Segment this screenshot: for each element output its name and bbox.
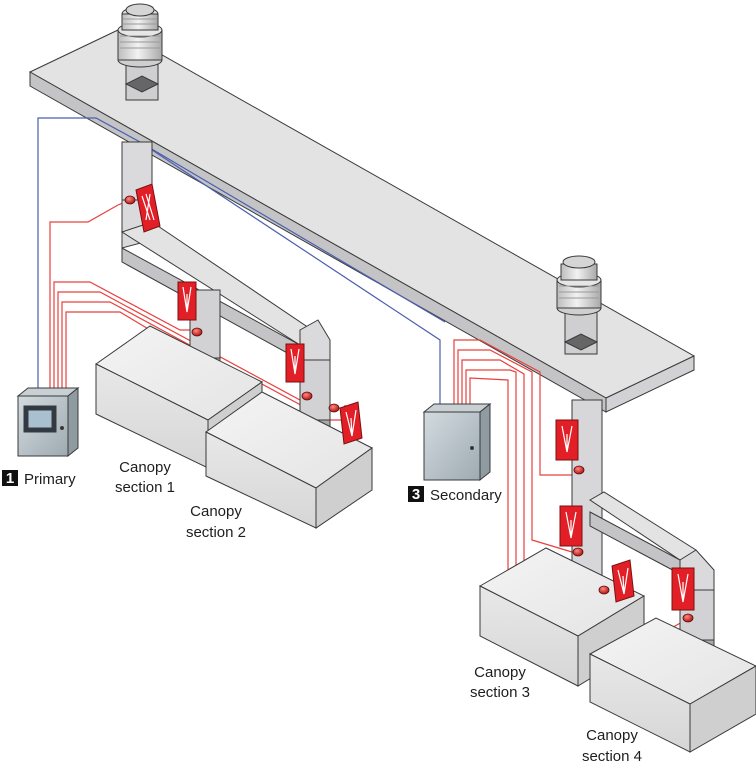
main-beam bbox=[28, 29, 696, 413]
sensor bbox=[572, 547, 584, 557]
canopy-4-line2: section 4 bbox=[582, 748, 642, 765]
canopy-2-label: Canopy section 2 bbox=[186, 503, 246, 541]
sensor bbox=[682, 613, 694, 623]
dampers bbox=[135, 183, 695, 611]
primary-label: 1 Primary bbox=[2, 470, 76, 488]
primary-label-text: Primary bbox=[24, 471, 76, 488]
blue-wire-secondary bbox=[149, 147, 446, 323]
sensor bbox=[328, 403, 340, 413]
damper-1 bbox=[135, 183, 161, 233]
sensor bbox=[573, 465, 585, 475]
canopy-1-line1: Canopy bbox=[119, 459, 171, 476]
primary-controller bbox=[16, 386, 80, 458]
blue-wires bbox=[37, 117, 446, 408]
canopy-3-label: Canopy section 3 bbox=[470, 664, 530, 701]
damper-8 bbox=[671, 567, 695, 611]
secondary-label: 3 Secondary bbox=[408, 486, 502, 504]
canopy-3-line1: Canopy bbox=[474, 664, 526, 681]
primary-number: 1 bbox=[6, 470, 14, 487]
canopy-2-line1: Canopy bbox=[190, 503, 242, 520]
secondary-controller bbox=[422, 402, 492, 482]
canopy-2-shape bbox=[205, 391, 373, 529]
sensors bbox=[124, 195, 694, 623]
sensor bbox=[301, 391, 313, 401]
canopy-4-shape bbox=[588, 617, 756, 753]
duct-left bbox=[120, 141, 331, 431]
secondary-number: 3 bbox=[412, 486, 420, 503]
damper-7 bbox=[611, 559, 635, 603]
canopy-2-line2: section 2 bbox=[186, 524, 246, 541]
damper-2 bbox=[177, 281, 197, 321]
canopy-3-line2: section 3 bbox=[470, 684, 530, 701]
damper-3 bbox=[285, 343, 305, 383]
damper-5 bbox=[555, 419, 579, 461]
roof-fan-1 bbox=[117, 3, 163, 101]
sensor bbox=[191, 327, 203, 337]
roof-fan-2 bbox=[556, 255, 602, 355]
canopy-1-line2: section 1 bbox=[115, 479, 175, 496]
damper-6 bbox=[559, 505, 583, 547]
canopy-1-label: Canopy section 1 bbox=[115, 459, 175, 496]
primary-number-badge bbox=[2, 470, 18, 486]
canopy-3-shape bbox=[478, 547, 646, 687]
secondary-number-badge bbox=[408, 486, 424, 502]
damper-4 bbox=[339, 401, 363, 445]
duct-right bbox=[571, 399, 715, 649]
blue-wire-primary bbox=[37, 117, 441, 408]
secondary-label-text: Secondary bbox=[430, 487, 502, 504]
sensor bbox=[124, 195, 136, 205]
canopy-4-label: Canopy section 4 bbox=[582, 727, 642, 765]
canopy-4-line1: Canopy bbox=[586, 727, 638, 744]
sensor bbox=[598, 585, 610, 595]
main-beam-end bbox=[605, 355, 695, 413]
